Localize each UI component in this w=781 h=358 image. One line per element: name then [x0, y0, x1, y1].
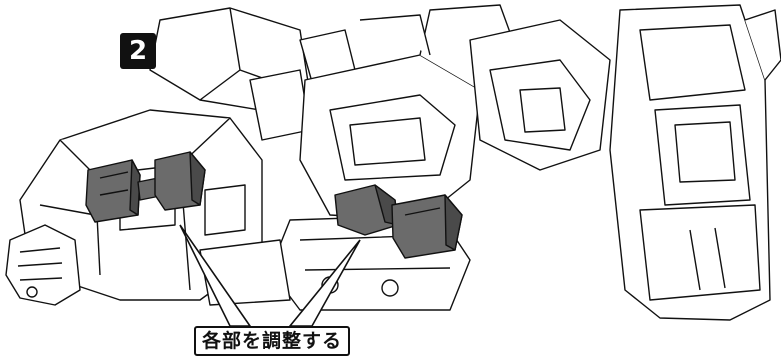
step-number-badge: 2 — [120, 33, 156, 69]
callout-label: 各部を調整する — [194, 326, 350, 356]
left-fist — [5, 224, 81, 306]
adjustable-joint-part-left — [85, 151, 206, 223]
adjustable-joint-part-right — [334, 184, 463, 259]
